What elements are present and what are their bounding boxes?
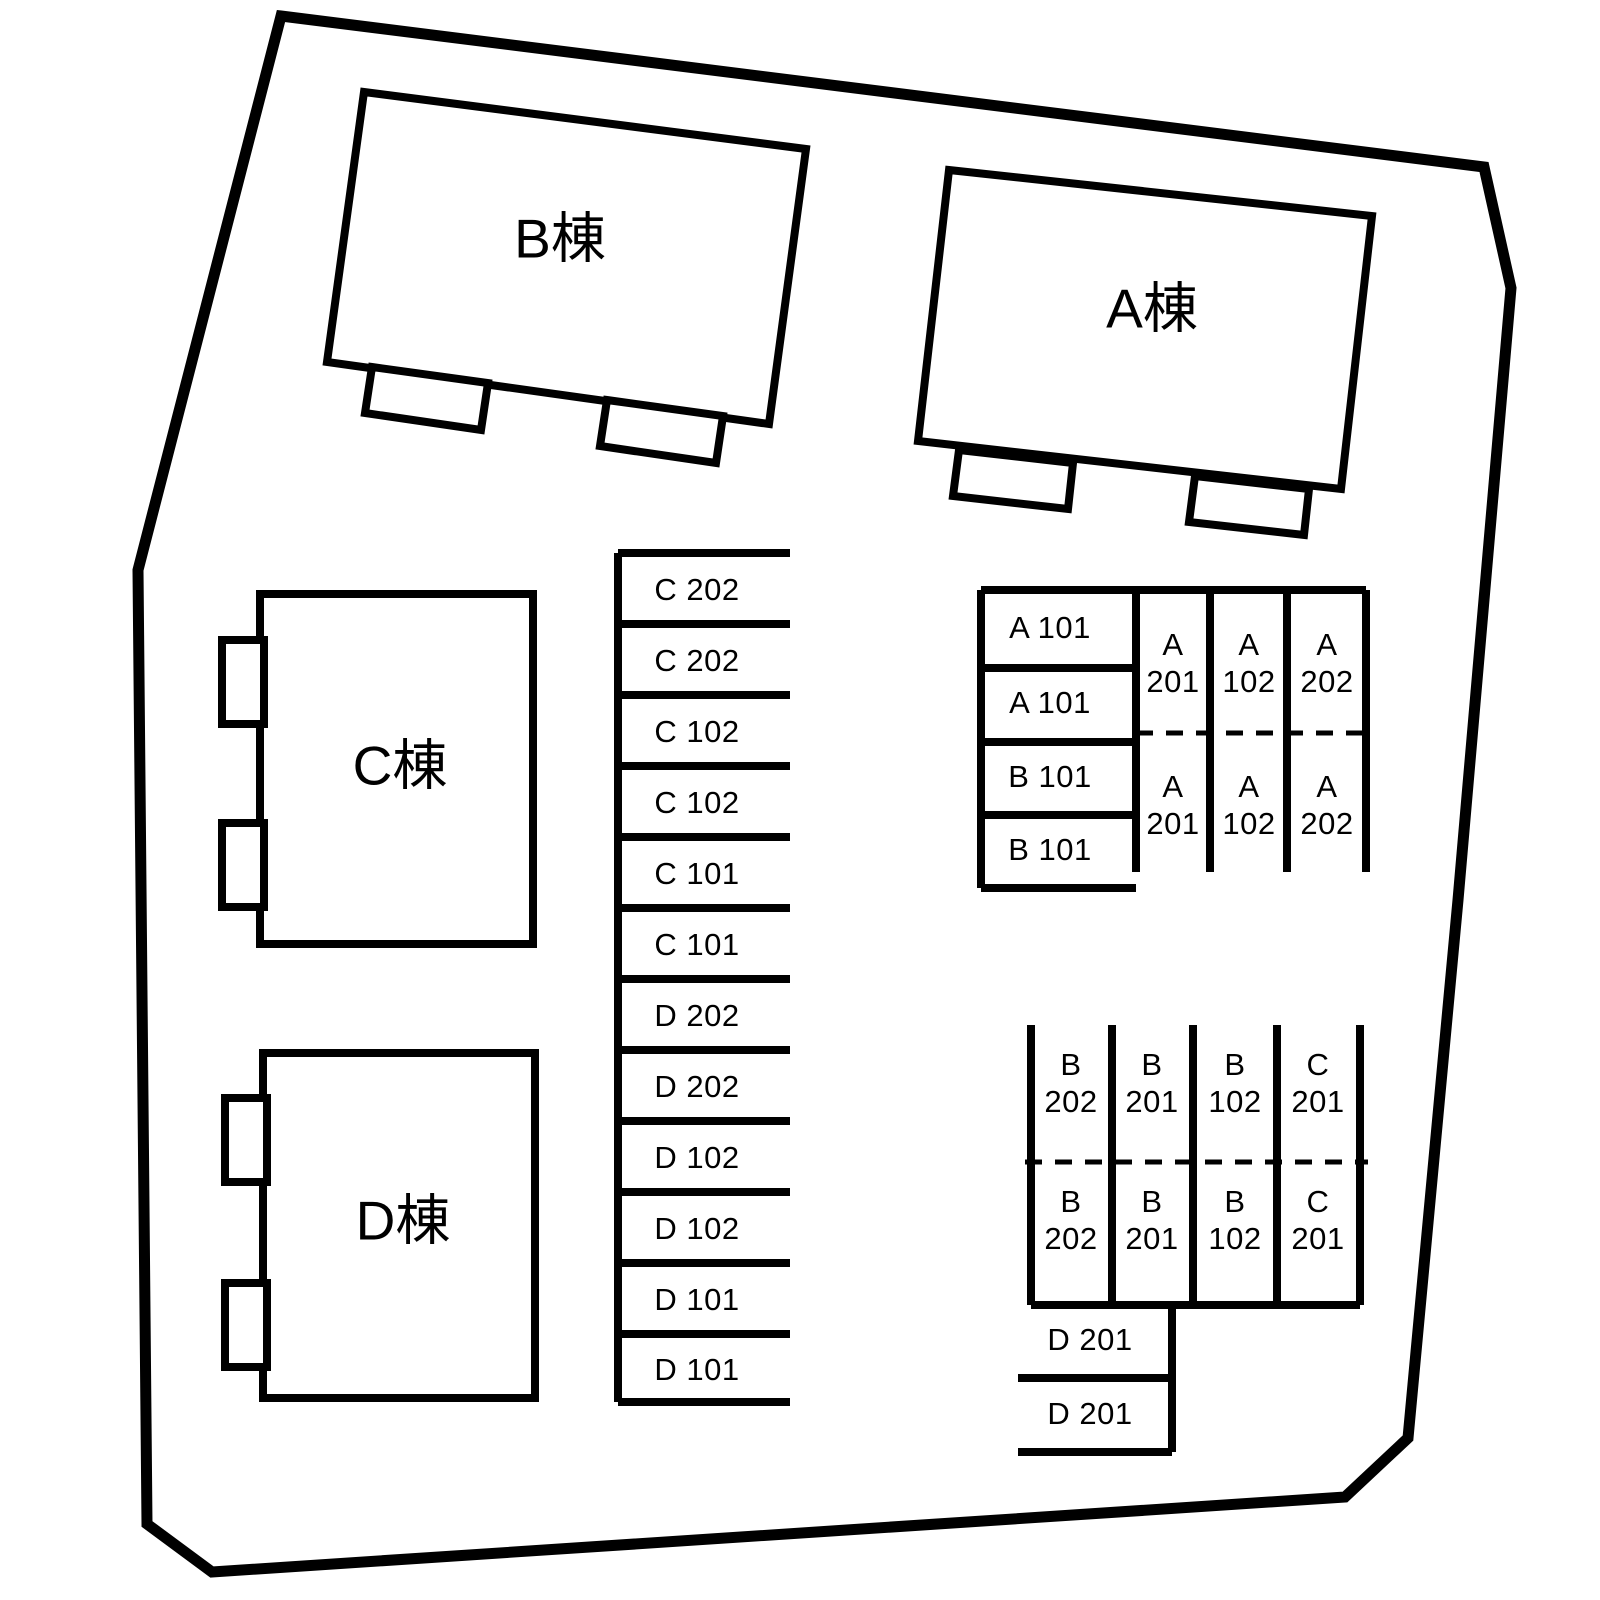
upper-bay-label: 201: [1146, 664, 1199, 699]
d201-tail-label: D 201: [1047, 1322, 1132, 1357]
upper-left-stall-label: B 101: [1008, 759, 1092, 794]
upper-bay-label: A: [1316, 769, 1337, 804]
d-building-entrance-tab-upper: [221, 1094, 271, 1186]
lower-bay-label: B: [1141, 1047, 1162, 1082]
lower-bay-label: B: [1060, 1047, 1081, 1082]
a-building-entrance-tab-right: [1184, 471, 1314, 540]
lower-bay-label: B: [1224, 1184, 1245, 1219]
upper-left-stall-label: A 101: [1009, 685, 1091, 720]
center-stall-label: D 102: [654, 1211, 739, 1246]
lower-bay-label: C: [1307, 1184, 1330, 1219]
lower-bay-label: 201: [1125, 1221, 1178, 1256]
a-building-label: A棟: [1106, 278, 1198, 340]
center-stall-label: C 202: [654, 643, 739, 678]
upper-bay-label: 102: [1222, 664, 1275, 699]
b-building-entrance-tab-left: [360, 362, 493, 435]
b-building-entrance-tab-right: [595, 395, 728, 468]
lower-bay-label: 102: [1208, 1221, 1261, 1256]
center-stall-label: D 102: [654, 1140, 739, 1175]
b-building-outline: [322, 87, 811, 429]
upper-left-stall-label: B 101: [1008, 832, 1092, 867]
center-stall-label: D 202: [654, 998, 739, 1033]
c-building-label: C棟: [353, 735, 448, 797]
lower-bay-label: B: [1060, 1184, 1081, 1219]
c-building: C棟: [218, 590, 537, 948]
site-boundary-outline: [132, 9, 1517, 1578]
lower-bay-label: 201: [1125, 1084, 1178, 1119]
upper-bay-label: A: [1238, 627, 1259, 662]
d-building: D棟: [221, 1049, 539, 1402]
d-building-label: D棟: [356, 1190, 451, 1252]
center-stall-label: C 202: [654, 572, 739, 607]
upper-bay-label: 202: [1300, 664, 1353, 699]
center-parking-column: C 202 C 202 C 102 C 102 C 101 C 101 D 20…: [614, 549, 790, 1406]
c-building-entrance-tab-lower: [218, 819, 268, 911]
upper-bay-label: 202: [1300, 806, 1353, 841]
center-stall-label: D 101: [654, 1352, 739, 1387]
a-building-outline: [913, 165, 1377, 494]
center-stall-label: C 102: [654, 714, 739, 749]
lower-bay-label: 202: [1044, 1084, 1097, 1119]
center-stall-label: D 101: [654, 1282, 739, 1317]
upper-bay-label: A: [1316, 627, 1337, 662]
lower-bay-label: B: [1224, 1047, 1245, 1082]
upper-left-stall-label: A 101: [1009, 610, 1091, 645]
c-building-entrance-tab-upper: [218, 636, 268, 728]
center-stall-label: C 102: [654, 785, 739, 820]
upper-bay-label: A: [1162, 769, 1183, 804]
a-building-entrance-tab-left: [948, 445, 1078, 514]
lower-bay-label: C: [1307, 1047, 1330, 1082]
center-stall-label: C 101: [654, 927, 739, 962]
lower-bay-label: 102: [1208, 1084, 1261, 1119]
upper-bay-label: 201: [1146, 806, 1199, 841]
d-building-entrance-tab-lower: [221, 1279, 271, 1371]
upper-bay-label: A: [1162, 627, 1183, 662]
lower-bay-label: 202: [1044, 1221, 1097, 1256]
center-stall-label: D 202: [654, 1069, 739, 1104]
upper-bay-label: A: [1238, 769, 1259, 804]
a-building: A棟: [913, 165, 1377, 540]
lower-bay-label: B: [1141, 1184, 1162, 1219]
b-building: B棟: [322, 87, 811, 468]
upper-right-parking-block: A 101 A 101 B 101 B 101 A 201 A 102 A 20…: [977, 586, 1370, 892]
d201-tail-label: D 201: [1047, 1396, 1132, 1431]
lower-bay-label: 201: [1291, 1221, 1344, 1256]
b-building-label: B棟: [514, 208, 606, 270]
lower-bay-label: 201: [1291, 1084, 1344, 1119]
lower-right-parking-block: B 202 B 201 B 102 C 201 B 202 B 201 B 10…: [1018, 1025, 1368, 1456]
center-stall-label: C 101: [654, 856, 739, 891]
upper-bay-label: 102: [1222, 806, 1275, 841]
